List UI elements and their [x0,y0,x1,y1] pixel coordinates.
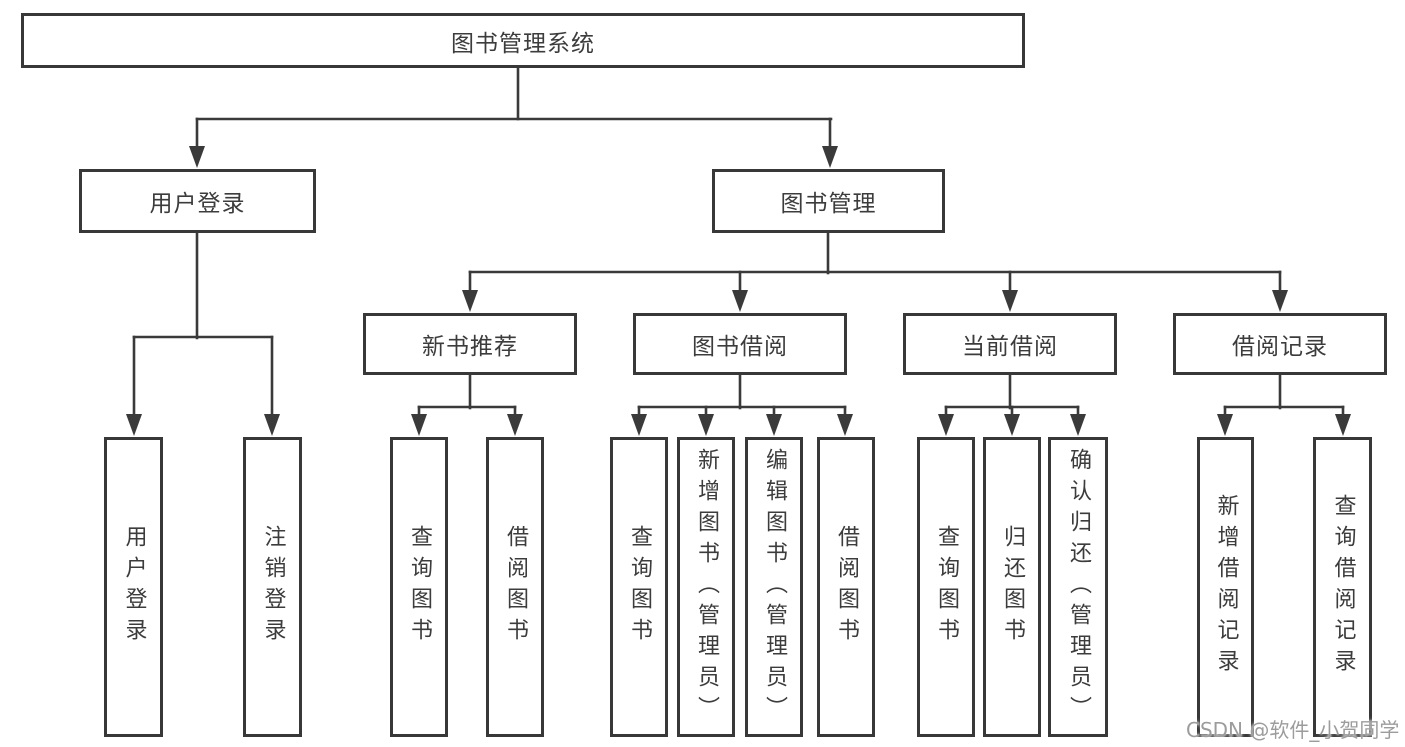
node-current-borrow: 当前借阅 [903,313,1117,375]
leaf-edit-books-admin: 编辑图书（管理员） [745,437,803,737]
node-new-book-recommend: 新书推荐 [363,313,577,375]
leaf-return-books: 归还图书 [983,437,1041,737]
node-borrow-records: 借阅记录 [1173,313,1387,375]
leaf-recommend-borrow-books: 借阅图书 [486,437,544,737]
connector-new-book-recommend-subtree [411,373,523,436]
leaf-borrow-books: 借阅图书 [817,437,875,737]
leaf-logout: 注销登录 [243,437,302,737]
leaf-add-books-admin: 新增图书（管理员） [677,437,735,737]
node-book-borrow: 图书借阅 [633,313,847,375]
leaf-borrow-query-books: 查询图书 [610,437,668,737]
connector-user-login-subtree [126,231,280,436]
leaf-query-borrow-record: 查询借阅记录 [1313,437,1372,737]
leaf-add-borrow-record: 新增借阅记录 [1197,437,1254,737]
node-user-login: 用户登录 [79,169,316,233]
node-root-library-management-system: 图书管理系统 [21,13,1025,68]
leaf-confirm-return-admin: 确认归还（管理员） [1048,437,1108,737]
connector-current-borrow-subtree [938,373,1086,436]
connector-root-to-level2 [189,66,838,168]
node-book-management: 图书管理 [712,169,945,233]
connector-book-borrow-subtree [631,373,853,436]
connector-borrow-records-subtree [1217,373,1351,436]
csdn-watermark: CSDN @软件_小贺同学 [1186,718,1400,742]
connector-book-management-subtree [462,231,1288,312]
leaf-current-query-books: 查询图书 [917,437,975,737]
leaf-user-login: 用户登录 [104,437,163,737]
leaf-recommend-query-books: 查询图书 [390,437,448,737]
